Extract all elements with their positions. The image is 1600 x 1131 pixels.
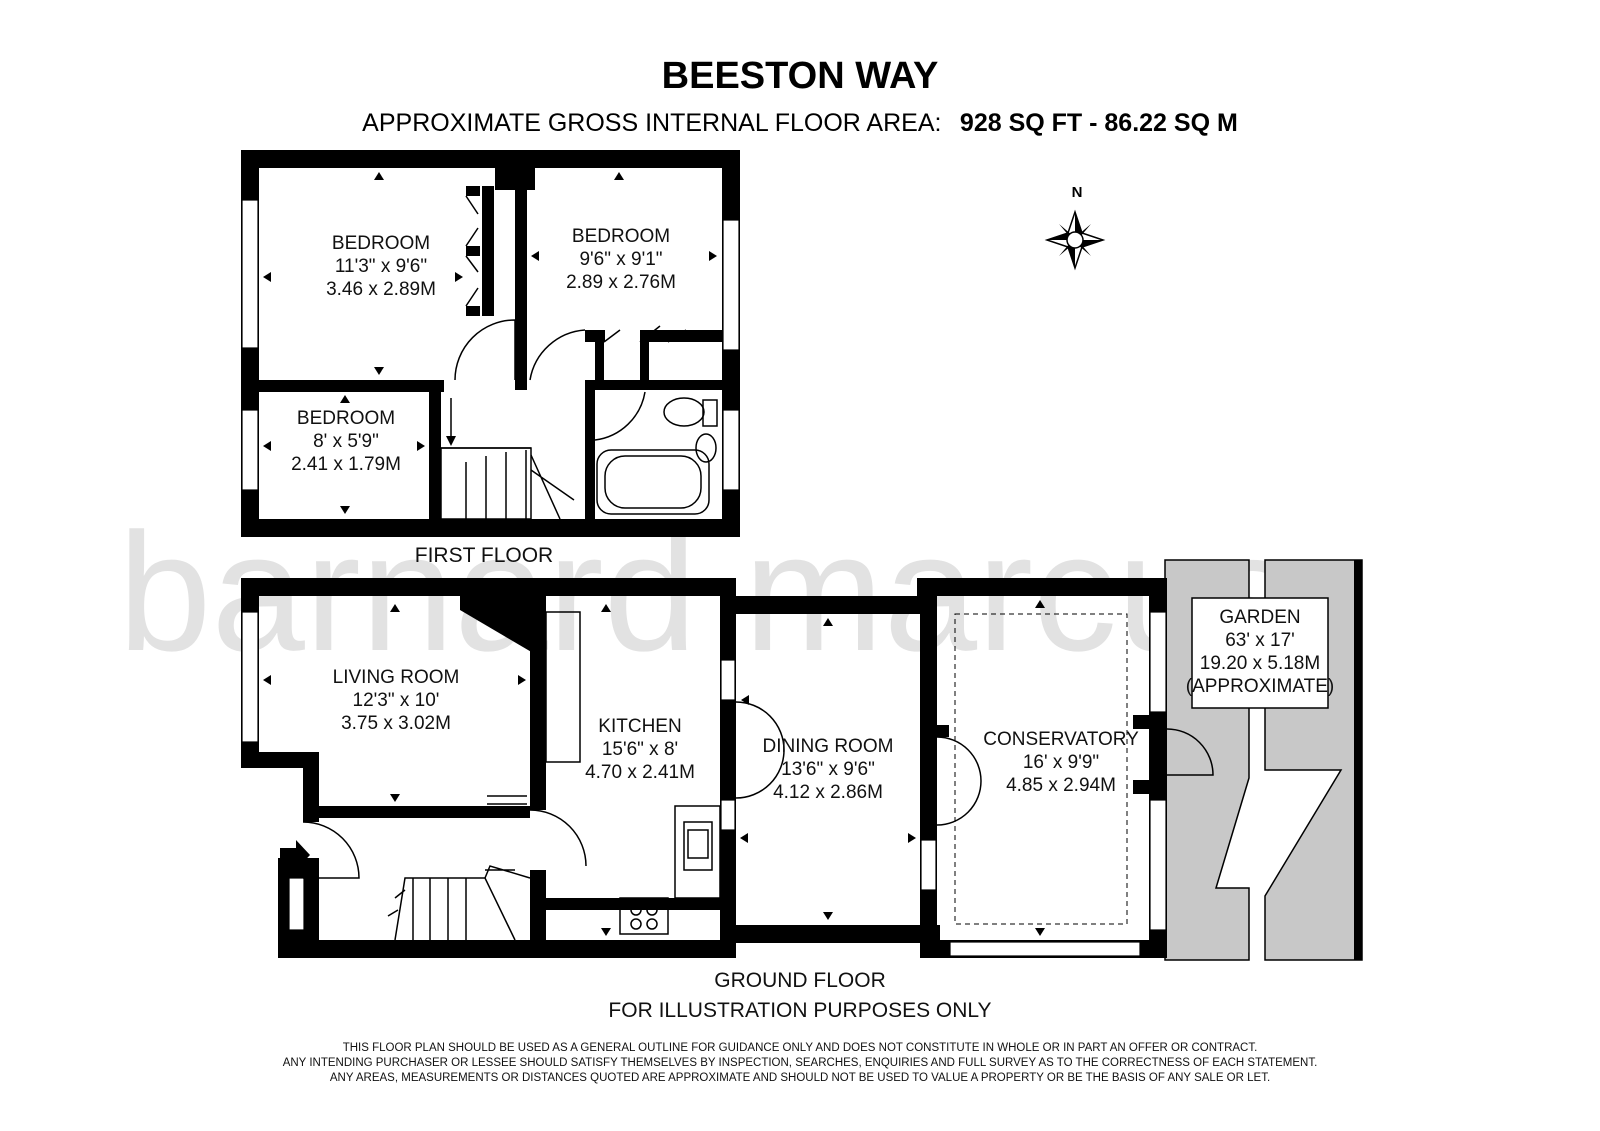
- room-name: BEDROOM: [332, 233, 430, 254]
- room-name: GARDEN: [1219, 607, 1300, 628]
- room-metric: 2.41 x 1.79M: [291, 454, 401, 475]
- room-label-living-room: LIVING ROOM 12'3" x 10' 3.75 x 3.02M: [333, 667, 460, 734]
- ground-floor-label: GROUND FLOOR: [714, 969, 886, 992]
- room-imperial: 63' x 17': [1225, 630, 1295, 651]
- room-name: KITCHEN: [598, 716, 681, 737]
- entrance-arrow-icon: [280, 840, 310, 870]
- room-label-bedroom-1: BEDROOM 11'3" x 9'6" 3.46 x 2.89M: [326, 233, 436, 300]
- room-imperial: 16' x 9'9": [1023, 752, 1099, 773]
- room-metric: 4.85 x 2.94M: [1006, 775, 1116, 796]
- disclaimer-line: THIS FLOOR PLAN SHOULD BE USED AS A GENE…: [343, 1042, 1258, 1054]
- room-name: BEDROOM: [297, 408, 395, 429]
- area-summary: APPROXIMATE GROSS INTERNAL FLOOR AREA: 9…: [362, 109, 1238, 137]
- disclaimer-line: ANY AREAS, MEASUREMENTS OR DISTANCES QUO…: [330, 1072, 1270, 1084]
- area-values: 928 SQ FT - 86.22 SQ M: [960, 109, 1238, 137]
- room-metric: 19.20 x 5.18M: [1200, 653, 1320, 674]
- room-imperial: 13'6" x 9'6": [781, 759, 875, 780]
- page-title: BEESTON WAY: [662, 55, 939, 97]
- room-imperial: 15'6" x 8': [602, 739, 678, 760]
- room-label-dining-room: DINING ROOM 13'6" x 9'6" 4.12 x 2.86M: [763, 736, 894, 803]
- first-floor-plan: [241, 150, 740, 537]
- room-qualifier: (APPROXIMATE): [1186, 676, 1335, 697]
- room-imperial: 11'3" x 9'6": [335, 256, 427, 277]
- room-imperial: 8' x 5'9": [313, 431, 379, 452]
- room-metric: 4.70 x 2.41M: [585, 762, 695, 783]
- room-label-conservatory: CONSERVATORY 16' x 9'9" 4.85 x 2.94M: [983, 729, 1139, 796]
- first-floor-label: FIRST FLOOR: [415, 544, 553, 567]
- room-name: BEDROOM: [572, 226, 670, 247]
- ground-floor-plan: [241, 559, 1363, 961]
- room-metric: 3.75 x 3.02M: [341, 713, 451, 734]
- room-imperial: 12'3" x 10': [353, 690, 440, 711]
- disclaimer: THIS FLOOR PLAN SHOULD BE USED AS A GENE…: [283, 1042, 1318, 1084]
- room-metric: 2.89 x 2.76M: [566, 272, 676, 293]
- disclaimer-line: ANY INTENDING PURCHASER OR LESSEE SHOULD…: [283, 1057, 1318, 1069]
- compass-north-label: N: [1072, 184, 1083, 201]
- room-name: CONSERVATORY: [983, 729, 1139, 750]
- room-label-bedroom-3: BEDROOM 8' x 5'9" 2.41 x 1.79M: [291, 408, 401, 475]
- illustration-note: FOR ILLUSTRATION PURPOSES ONLY: [608, 999, 991, 1022]
- compass-rose-icon: [1044, 209, 1106, 271]
- room-metric: 3.46 x 2.89M: [326, 279, 436, 300]
- room-label-bedroom-2: BEDROOM 9'6" x 9'1" 2.89 x 2.76M: [566, 226, 676, 293]
- room-name: DINING ROOM: [763, 736, 894, 757]
- area-label: APPROXIMATE GROSS INTERNAL FLOOR AREA:: [362, 109, 941, 137]
- room-imperial: 9'6" x 9'1": [579, 249, 662, 270]
- room-metric: 4.12 x 2.86M: [773, 782, 883, 803]
- room-label-garden: GARDEN 63' x 17' 19.20 x 5.18M (APPROXIM…: [1186, 607, 1335, 697]
- room-name: LIVING ROOM: [333, 667, 460, 688]
- room-label-kitchen: KITCHEN 15'6" x 8' 4.70 x 2.41M: [585, 716, 695, 783]
